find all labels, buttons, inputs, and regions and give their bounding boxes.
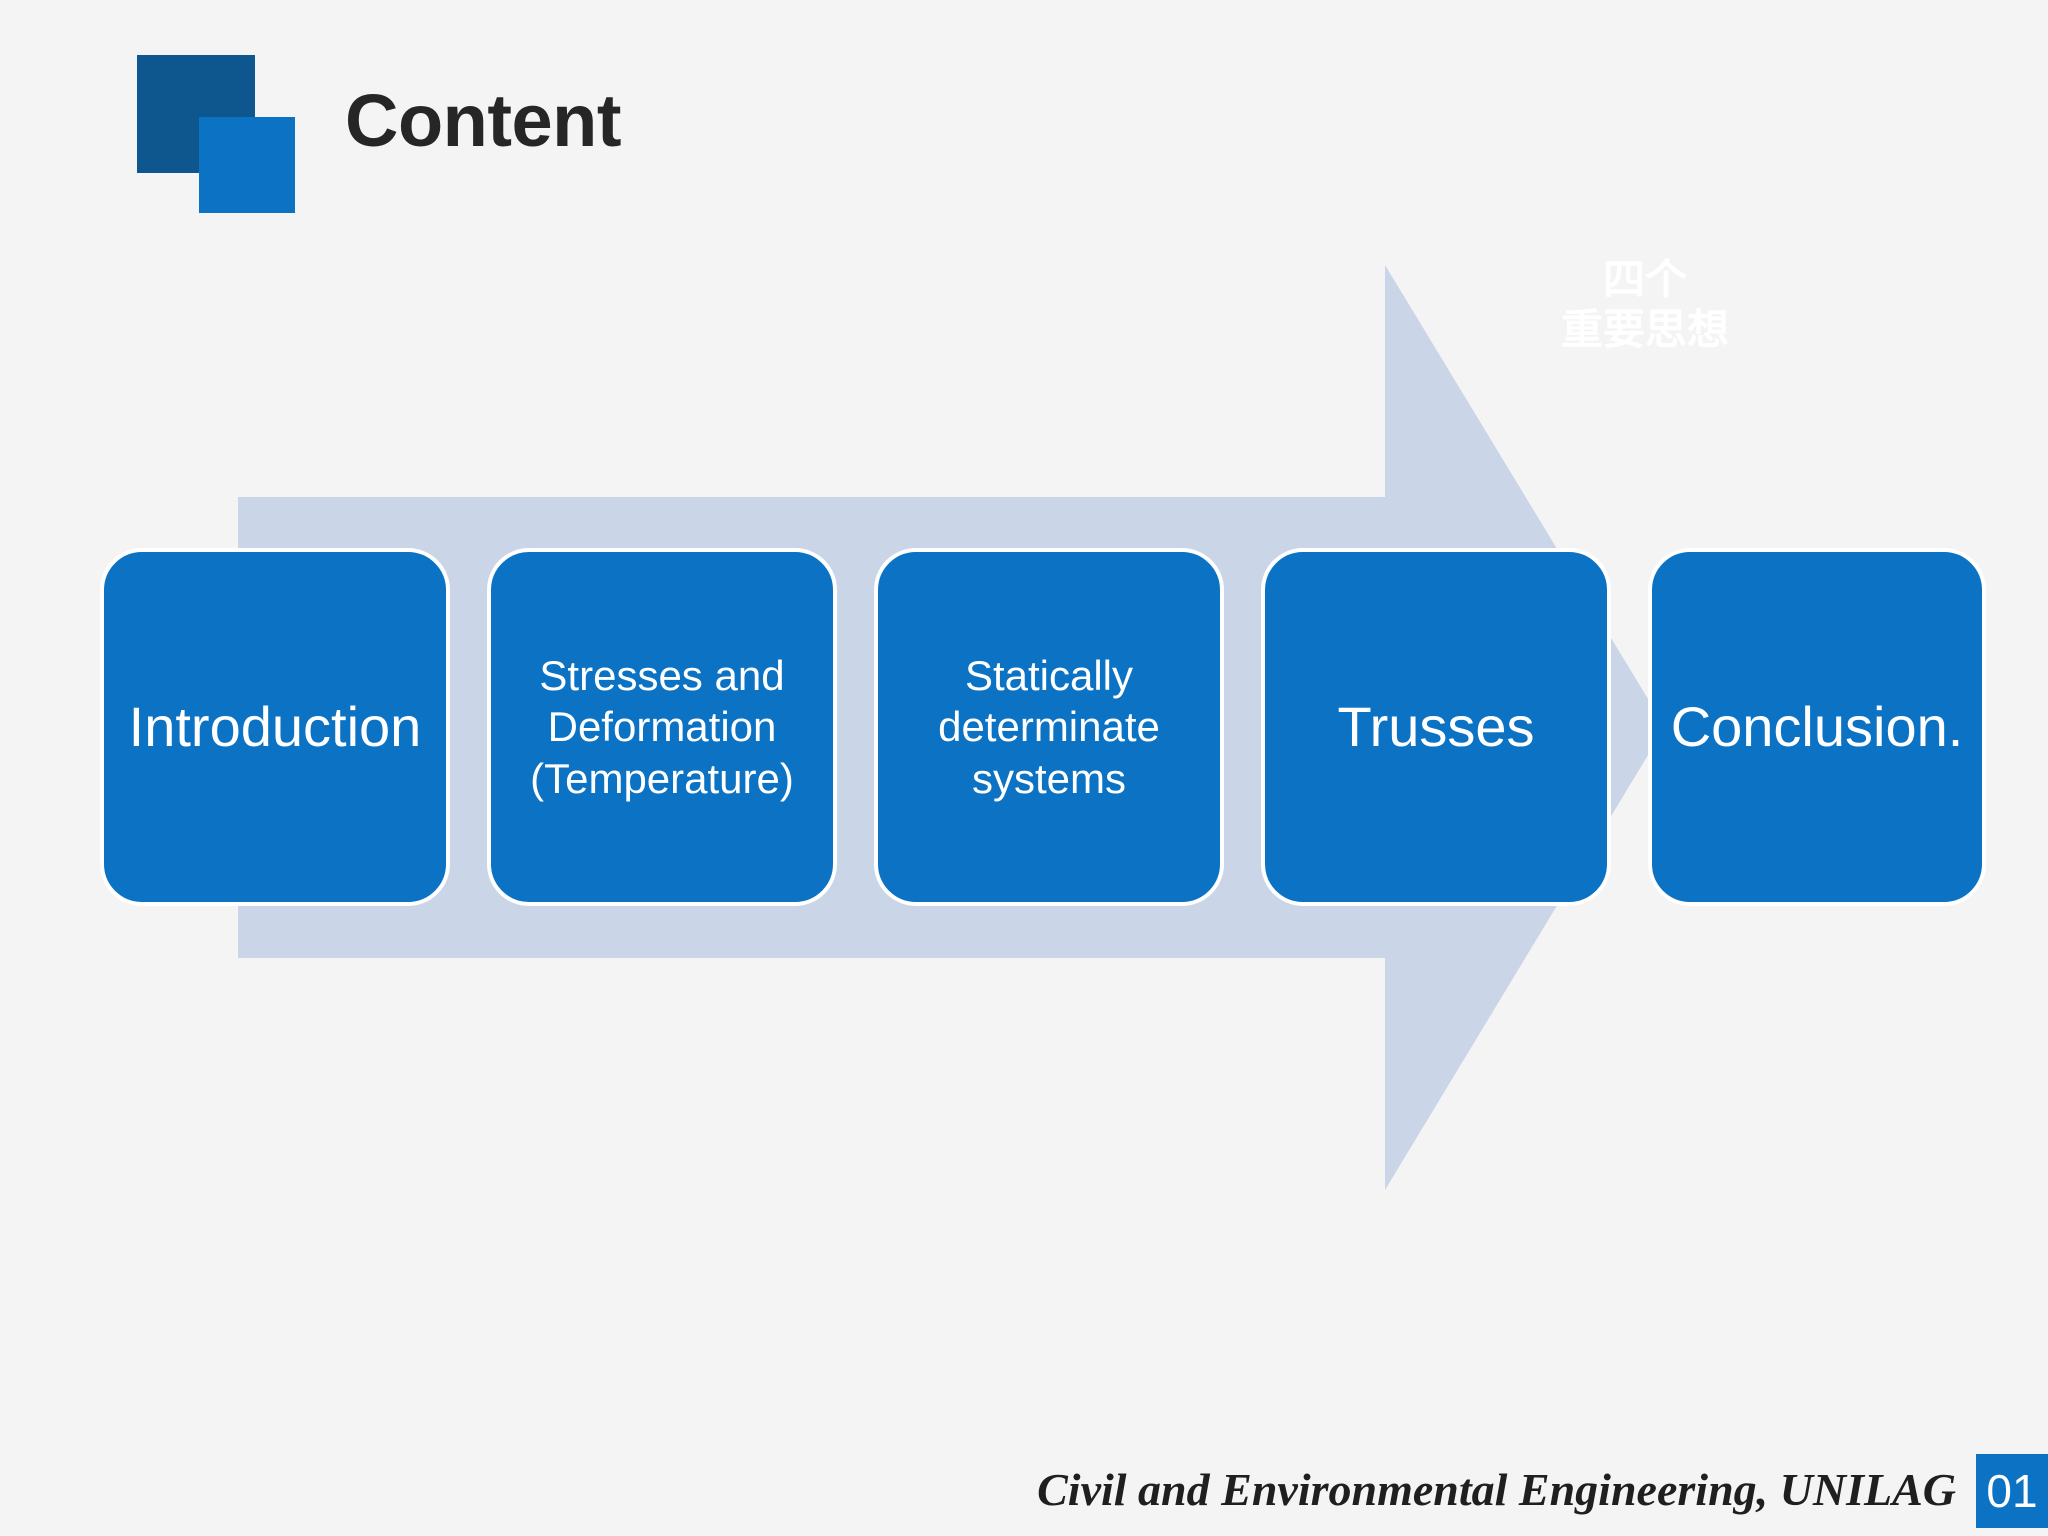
arrow-annotation-label: 四个 重要思想 [1560,256,1729,353]
slide-footer: Civil and Environmental Engineering, UNI… [0,1426,2048,1536]
step-box-stresses-and-deformation[interactable]: Stresses and Deformation (Temperature) [487,548,837,906]
page-number-badge: 01 [1976,1454,2048,1528]
step-label: Introduction [128,694,422,758]
logo [137,55,297,215]
footer-affiliation-text: Civil and Environmental Engineering, UNI… [1037,1464,1956,1515]
step-label: Conclusion. [1670,694,1964,758]
step-label: Trusses [1337,694,1535,758]
logo-square-light-icon [199,117,295,213]
step-box-introduction[interactable]: Introduction [100,548,450,906]
step-box-statically-determinate-systems[interactable]: Statically determinate systems [874,548,1224,906]
page-title: Content [345,79,622,162]
step-label: Statically determinate systems [938,652,1160,802]
process-steps: Introduction Stresses and Deformation (T… [0,548,2048,908]
step-label: Stresses and Deformation (Temperature) [530,652,794,802]
page-number-label: 01 [1986,1465,2038,1517]
slide-header: Content [0,0,2048,230]
step-box-conclusion[interactable]: Conclusion. [1648,548,1986,906]
step-box-trusses[interactable]: Trusses [1261,548,1611,906]
